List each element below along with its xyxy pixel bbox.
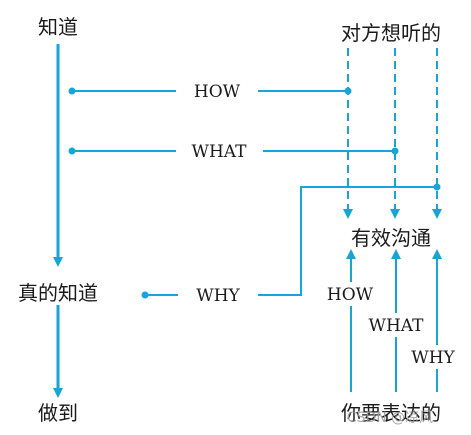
why-right-path <box>258 186 437 296</box>
what-right-dot <box>391 147 399 155</box>
watermark: CSDN @凉风 <box>347 410 433 426</box>
node-audience-wants: 对方想听的 <box>341 21 441 45</box>
node-know: 知道 <box>38 15 78 39</box>
express-label-what: WHAT <box>369 316 425 336</box>
node-effective-communication: 有效沟通 <box>351 226 431 250</box>
link-label-why: WHY <box>196 286 240 306</box>
link-label-how: HOW <box>194 82 241 102</box>
express-label-why: WHY <box>411 348 455 368</box>
node-you-want-to-express: 你要表达的 <box>341 401 441 425</box>
express-label-how: HOW <box>327 285 374 305</box>
why-right-dot <box>433 183 441 191</box>
link-label-what: WHAT <box>192 142 248 162</box>
node-truly-know: 真的知道 <box>18 281 98 305</box>
node-do-it: 做到 <box>38 401 78 425</box>
